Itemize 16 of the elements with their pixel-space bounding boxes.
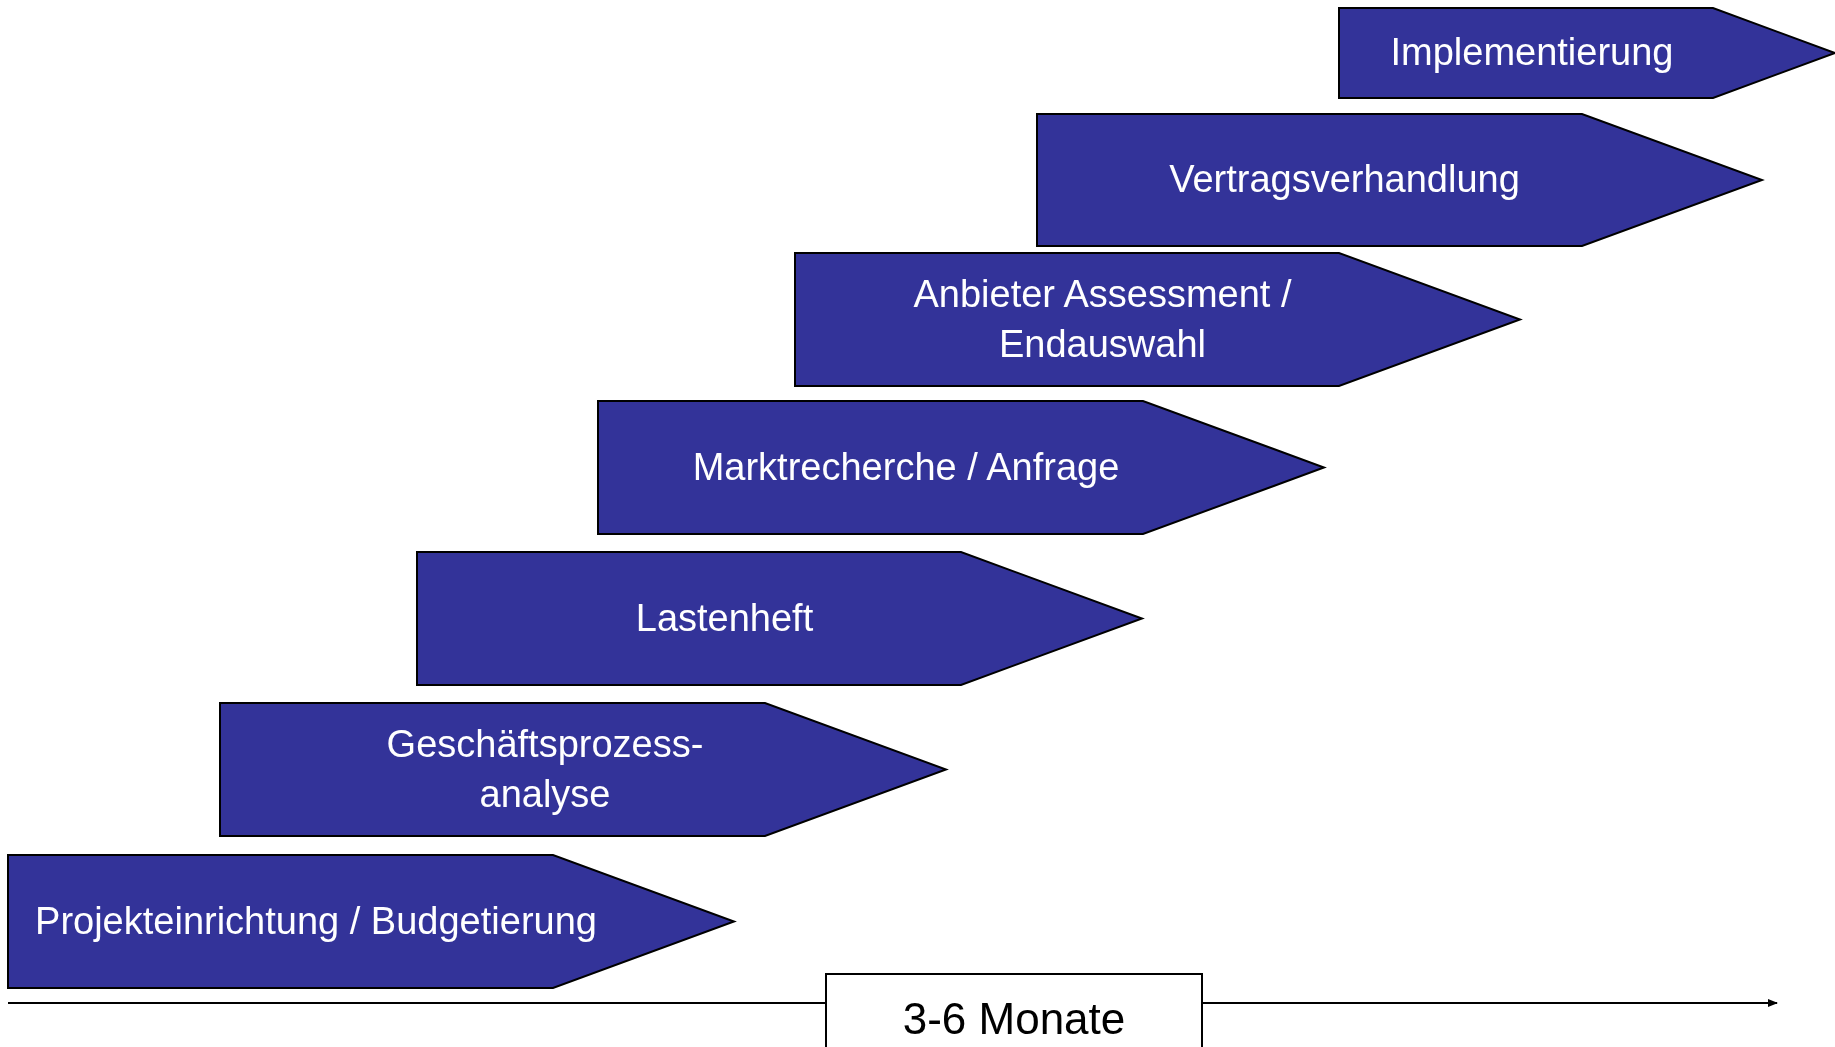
phase-pentagon xyxy=(417,552,1142,685)
step-label: Lastenheft xyxy=(635,595,814,641)
duration-box xyxy=(825,973,1203,1047)
step-label: Implementierung xyxy=(1390,30,1674,76)
phase-pentagon xyxy=(795,253,1520,386)
phase-pentagon xyxy=(8,855,734,988)
step-label: Anbieter Assessment / Endauswahl xyxy=(912,272,1293,367)
phase-pentagon xyxy=(1339,8,1835,98)
phase-pentagon xyxy=(220,703,946,836)
phase-pentagon xyxy=(1037,114,1762,246)
step-label: Vertragsverhandlung xyxy=(1169,157,1520,203)
phase-pentagon xyxy=(598,401,1324,534)
step-label: Marktrecherche / Anfrage xyxy=(692,444,1120,490)
duration-label: 3-6 Monate xyxy=(902,993,1126,1046)
step-label: Geschäftsprozess-analyse xyxy=(385,722,705,817)
step-label: Projekteinrichtung / Budgetierung xyxy=(35,898,597,944)
